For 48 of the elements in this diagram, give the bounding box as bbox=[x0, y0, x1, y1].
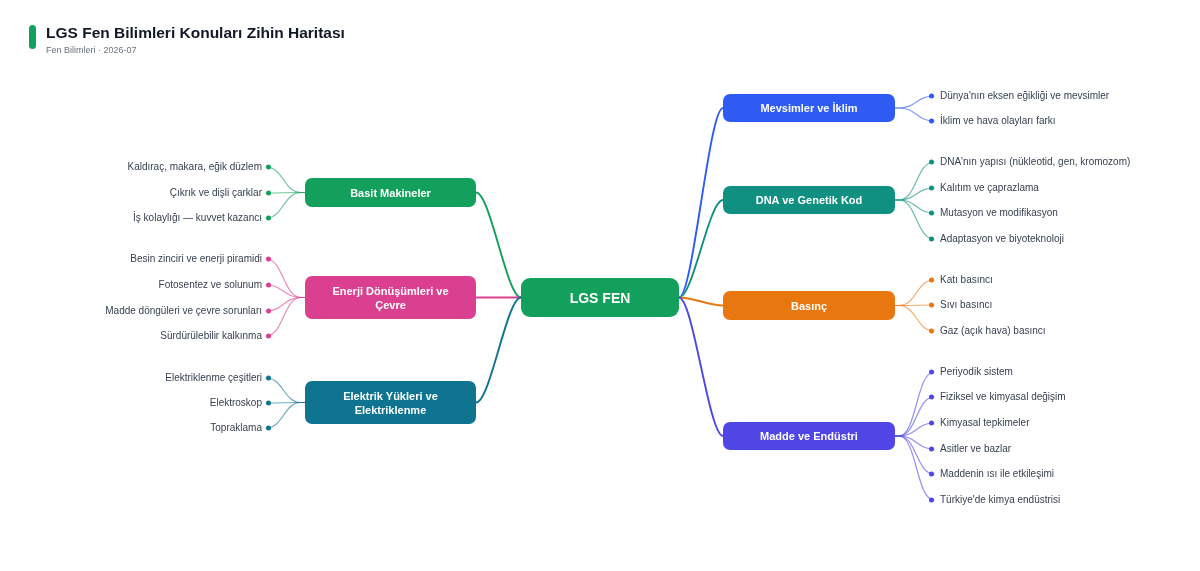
subtopic-label: Kaldıraç, makara, eğik düzlem bbox=[127, 159, 266, 175]
subtitle-text: Fen Bilimleri · 2026-07 bbox=[46, 44, 137, 56]
subtopic-label: Sürdürülebilir kalkınma bbox=[160, 328, 266, 344]
central-topic-box: LGS FEN bbox=[521, 278, 679, 317]
subtopic-label: Elektriklenme çeşitleri bbox=[165, 370, 266, 386]
curved-connector bbox=[265, 401, 306, 431]
subtopic-label: Asitler ve bazlar bbox=[934, 441, 1012, 457]
subtopic-label: Kimyasal tepkimeler bbox=[934, 415, 1030, 431]
curved-connector bbox=[678, 107, 724, 299]
curved-connector bbox=[894, 435, 935, 502]
topic-box: DNA ve Genetik Kod bbox=[723, 186, 895, 214]
curved-connector bbox=[894, 304, 935, 334]
subtopic-label: Adaptasyon ve biyoteknoloji bbox=[934, 231, 1064, 247]
curved-connector bbox=[894, 107, 935, 124]
subtopic-label: DNA'nın yapısı (nükleotid, gen, kromozom) bbox=[934, 154, 1131, 170]
topic-box: Basınç bbox=[723, 291, 895, 320]
topic-box: Elektrik Yükleri ve Elektriklenme bbox=[305, 381, 476, 424]
subtopic-label: Maddenin ısı ile etkileşimi bbox=[934, 466, 1054, 482]
curved-connector bbox=[894, 199, 935, 242]
curved-connector bbox=[265, 296, 306, 339]
subtopic-label: Çıkrık ve dişli çarklar bbox=[169, 185, 266, 201]
curved-connector bbox=[475, 191, 522, 299]
curved-connector bbox=[678, 296, 724, 307]
subtopic-label: İklim ve hava olayları farkı bbox=[934, 113, 1056, 129]
subtopic-label: Fiziksel ve kimyasal değişim bbox=[934, 389, 1066, 405]
diagram-title: LGS Fen Bilimleri Konuları Zihin Haritası bbox=[46, 23, 345, 43]
subtopic-label: Fotosentez ve solunum bbox=[158, 277, 266, 293]
topic-box: Basit Makineler bbox=[305, 178, 476, 207]
subtopic-label: Dünya'nın eksen eğikliği ve mevsimler bbox=[934, 88, 1110, 104]
subtopic-label: Mutasyon ve modifikasyon bbox=[934, 205, 1058, 221]
subtopic-label: Türkiye'de kimya endüstrisi bbox=[934, 492, 1061, 508]
curved-connector bbox=[678, 199, 724, 299]
subtopic-label: Gaz (açık hava) basıncı bbox=[934, 323, 1046, 339]
subtopic-label: İş kolaylığı — kuvvet kazancı bbox=[133, 210, 266, 226]
subtopic-label: Madde döngüleri ve çevre sorunları bbox=[105, 303, 266, 319]
curved-connector bbox=[678, 296, 724, 437]
subtopic-label: Katı basıncı bbox=[934, 272, 993, 288]
topic-box: Mevsimler ve İklim bbox=[723, 94, 895, 122]
curved-connector bbox=[265, 191, 306, 221]
subtopic-label: Periyodik sistem bbox=[934, 364, 1013, 380]
subtopic-label: Elektroskop bbox=[209, 395, 266, 411]
subtopic-label: Kalıtım ve çaprazlama bbox=[934, 180, 1039, 196]
subtopic-label: Besin zinciri ve enerji piramidi bbox=[130, 251, 266, 267]
topic-box: Enerji Dönüşümleri ve Çevre bbox=[305, 276, 476, 319]
subtopic-label: Topraklama bbox=[210, 420, 266, 436]
curved-connector bbox=[475, 296, 522, 404]
subtopic-label: Sıvı basıncı bbox=[934, 297, 993, 313]
topic-box: Madde ve Endüstri bbox=[723, 422, 895, 450]
